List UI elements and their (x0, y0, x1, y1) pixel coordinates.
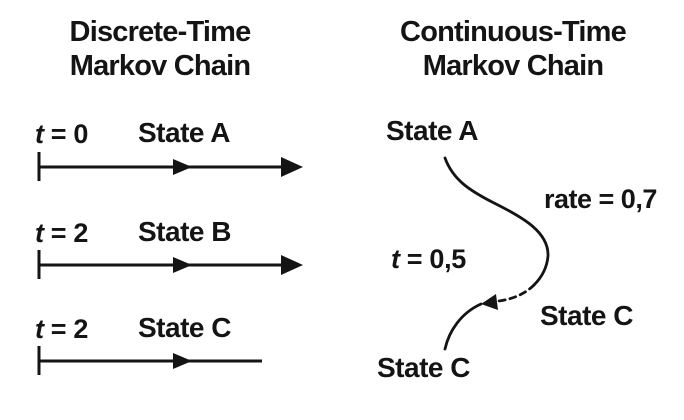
row-a-t-value: = 0 (50, 119, 89, 149)
row-b-time-label: t= 2 (35, 218, 88, 249)
continuous-time-label: t= 0,5 (391, 244, 466, 275)
timeline-b-end-arrowhead (281, 255, 303, 275)
timeline-a-end-arrowhead (281, 157, 303, 177)
row-b-t-value: = 2 (50, 218, 89, 248)
transition-curve-lower (443, 302, 483, 351)
row-a-time-label: t= 0 (35, 119, 88, 150)
discrete-panel-title: Discrete-Time Markov Chain (20, 15, 300, 83)
row-a-t-symbol: t (35, 119, 44, 149)
row-b-t-symbol: t (35, 218, 44, 248)
transition-curve-upper (443, 156, 550, 287)
continuous-state-a-label: State A (386, 115, 478, 146)
timeline-a-mid-arrowhead (173, 159, 192, 175)
row-c-t-value: = 2 (50, 314, 89, 344)
discrete-title-line1: Discrete-Time (69, 16, 252, 48)
discrete-title-line2: Markov Chain (69, 50, 251, 82)
row-c-t-symbol: t (35, 314, 44, 344)
transition-arrowhead (481, 294, 498, 310)
timeline-c-mid-arrowhead (173, 353, 192, 369)
row-b-state-label: State B (138, 216, 231, 247)
transition-curve-dashed (497, 283, 536, 303)
continuous-state-c-mid-label: State C (540, 300, 633, 331)
row-c-time-label: t= 2 (35, 314, 88, 345)
continuous-title-line1: Continuous-Time (400, 16, 627, 48)
timeline-b-mid-arrowhead (173, 257, 192, 273)
continuous-rate-label: rate = 0,7 (544, 184, 657, 214)
row-a-state-label: State A (138, 117, 230, 148)
continuous-title-line2: Markov Chain (422, 50, 604, 82)
row-c-state-label: State C (138, 312, 231, 343)
continuous-t-symbol: t (391, 244, 400, 274)
continuous-state-c-bottom-label: State C (377, 352, 470, 383)
continuous-t-value: = 0,5 (406, 244, 467, 274)
continuous-panel-title: Continuous-Time Markov Chain (378, 15, 648, 83)
